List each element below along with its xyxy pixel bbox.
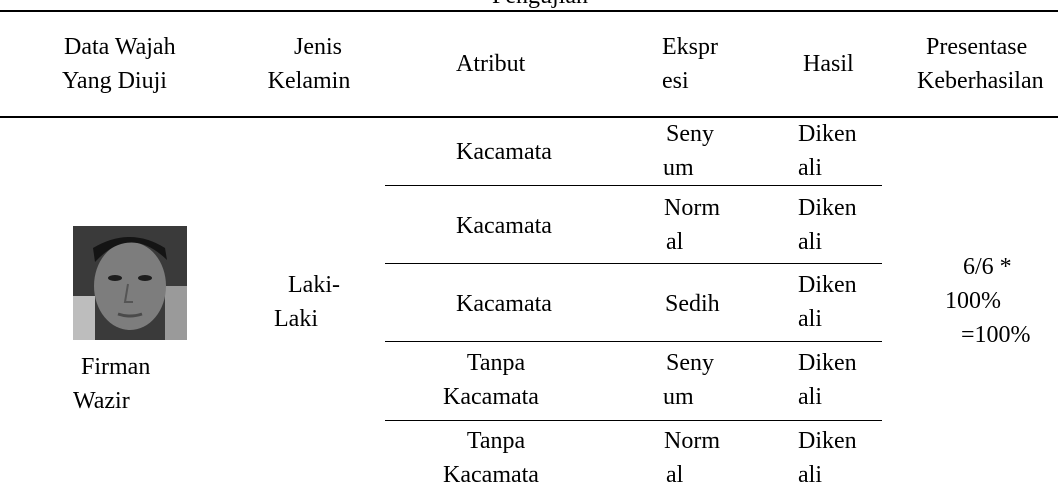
presentase-value: 6/6 * 100% =100% xyxy=(945,254,1031,348)
row4-hasil: Diken ali xyxy=(798,350,857,410)
row2-hasil: Diken ali xyxy=(798,195,857,255)
row4-atribut: Tanpa Kacamata xyxy=(443,350,539,410)
row3-ekspresi: Sedih xyxy=(665,291,720,317)
row4-ekspresi: Seny um xyxy=(663,350,714,410)
header-ekspresi: Ekspr esi xyxy=(662,34,718,94)
row-divider xyxy=(385,263,882,264)
row5-atribut: Tanpa Kacamata xyxy=(443,428,539,488)
row-divider xyxy=(385,420,882,421)
row2-ekspresi: Norm al xyxy=(664,195,720,255)
header-presentase: Presentase Keberhasilan xyxy=(917,34,1044,94)
row1-hasil: Diken ali xyxy=(798,121,857,181)
row1-atribut: Kacamata xyxy=(456,139,552,165)
row5-ekspresi: Norm al xyxy=(664,428,720,488)
row5-hasil: Diken ali xyxy=(798,428,857,488)
row-divider xyxy=(385,185,882,186)
row-divider xyxy=(385,341,882,342)
row2-atribut: Kacamata xyxy=(456,213,552,239)
table-caption-fragment: Pengujian xyxy=(492,0,588,8)
table-header-rule xyxy=(0,116,1058,118)
subject-name: Firman Wazir xyxy=(73,354,151,414)
header-data-wajah: Data Wajah Yang Diuji xyxy=(62,34,176,94)
header-jenis-kelamin: Jenis Kelamin xyxy=(267,34,351,94)
subject-gender: Laki- Laki xyxy=(274,272,340,332)
row1-ekspresi: Seny um xyxy=(663,121,714,181)
header-atribut: Atribut xyxy=(456,51,526,77)
row3-hasil: Diken ali xyxy=(798,272,857,332)
face-photo-icon xyxy=(73,226,187,340)
table-top-rule xyxy=(0,10,1058,12)
row3-atribut: Kacamata xyxy=(456,291,552,317)
header-hasil: Hasil xyxy=(803,51,854,77)
face-photo xyxy=(73,226,187,340)
